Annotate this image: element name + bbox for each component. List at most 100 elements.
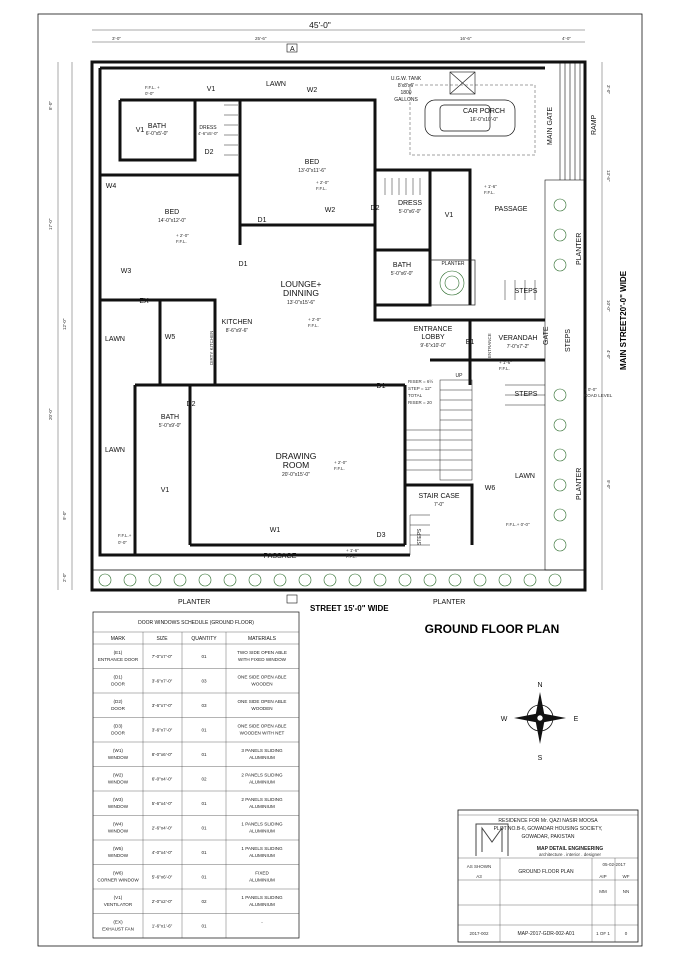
schedule-size: 1'-6"x1'-6" — [152, 924, 173, 929]
bottom-planter-strip — [91, 569, 586, 591]
steps-right-label: STEPS — [565, 329, 572, 352]
schedule-size: 4'-0"x4'-0" — [152, 850, 173, 855]
level-bed1: + 2'-0" — [316, 180, 329, 185]
schedule-header-materials: MATERIALS — [248, 636, 277, 642]
section-marker-bottom — [286, 594, 298, 604]
steps-bottom-label: STEPS — [417, 528, 423, 545]
stair-wall — [405, 483, 474, 545]
client-line-3: GOWADAR, PAKISTAN — [522, 834, 575, 840]
schedule-size: 3'-6"x7'-0" — [152, 703, 173, 708]
tag-entrance-vertical: ENTRANCE — [487, 333, 492, 358]
schedule-material-2: ALUMINIUM — [249, 755, 275, 760]
schedule-type: WINDOW — [108, 829, 129, 834]
schedule-quantity: 01 — [201, 875, 207, 880]
schedule-type: WINDOW — [108, 755, 129, 760]
schedule-type: VENTILATOR — [104, 902, 133, 907]
left-dim-2: 17'-0" — [48, 218, 53, 230]
riser-note-4: RISER = 20 — [408, 400, 432, 405]
top-dim-2: 25'-6" — [255, 36, 267, 41]
tag-v1a: V1 — [207, 86, 216, 93]
tb-checked: WF — [623, 874, 630, 879]
top-dim-4: 4'-0" — [562, 36, 571, 41]
schedule-material: 2 PANELS SLIDING — [241, 797, 283, 802]
schedule-size: 7'-0"x7'-0" — [152, 654, 173, 659]
compass-w: W — [501, 716, 508, 723]
schedule-material: ONE SIDE OPEN ABLE — [237, 724, 286, 729]
level-bed2-unit: F.F.L. — [176, 239, 187, 244]
left-dim-4: 20'-0" — [48, 408, 53, 420]
schedule-size: 5'-6"x6'-0" — [152, 875, 173, 880]
tag-d1c: D1 — [377, 383, 386, 390]
schedule-mark: (W5) — [113, 846, 123, 851]
level-lounge: + 2'-0" — [308, 317, 321, 322]
schedule-quantity: 01 — [201, 801, 207, 806]
bath1-size: 6'-0"x5'-0" — [146, 131, 169, 137]
planter-right2-label: PLANTER — [576, 468, 583, 500]
bath1-label: BATH — [148, 123, 166, 130]
staircase — [405, 379, 473, 481]
schedule-material: 1 PANELS SLIDING — [241, 822, 283, 827]
planter-bottom-right-label: PLANTER — [433, 599, 465, 606]
tb-rev: 0 — [625, 931, 628, 936]
bath1-walls — [118, 98, 197, 162]
bed1-walls — [240, 98, 377, 227]
compass-n: N — [537, 682, 542, 689]
exhaust-label: EX — [139, 298, 149, 305]
car-porch-label: CAR PORCH — [463, 108, 505, 115]
riser-note-3: TOTAL — [408, 393, 423, 398]
schedule-quantity: 01 — [201, 850, 207, 855]
street-bottom-label: STREET 15'-0" WIDE — [310, 604, 389, 613]
drawing-label: DRAWING — [276, 451, 317, 461]
bed1-size: 13'-0"x11'-6" — [298, 168, 326, 174]
schedule-size: 8'-0"x6'-0" — [152, 752, 173, 757]
tag-w2b: W2 — [325, 207, 336, 214]
bath3-label: BATH — [161, 414, 179, 421]
bed2-label: BED — [165, 209, 179, 216]
top-dim-3: 16'-6" — [460, 36, 472, 41]
entrance-lobby-label-2: LOBBY — [421, 334, 445, 341]
dress2-size: 5'-0"x6'-0" — [399, 209, 422, 215]
kitchen-walls — [100, 298, 217, 385]
schedule-header-quantity: QUANTITY — [191, 636, 217, 642]
sheet-border — [37, 13, 643, 947]
tag-v1b: V1 — [136, 127, 145, 134]
schedule-material-2: ALUMINIUM — [249, 829, 275, 834]
lobby-wall — [373, 305, 545, 322]
planter-bottom-left-label: PLANTER — [178, 599, 210, 606]
dress-stair-hatch — [224, 104, 238, 156]
dirty-kitchen-label: DIRTY KITCHEN — [209, 331, 214, 365]
tag-v1c: V1 — [445, 212, 454, 219]
schedule-quantity: 01 — [201, 752, 207, 757]
tb-approved: MM — [599, 889, 607, 894]
ffl-top-left: F.F.L. + — [145, 85, 160, 90]
bed1-label: BED — [305, 159, 319, 166]
schedule-size: 2'-0"x2'-0" — [152, 899, 173, 904]
right-dim-3: 10'-0" — [606, 300, 611, 312]
right-dim-1: 3'-0" — [606, 85, 611, 94]
small-planter-label: PLANTER — [441, 261, 464, 267]
drawing-size: 20'-0"x15'-0" — [282, 472, 310, 478]
dress1-size: 4'-6"x5'-0" — [198, 131, 219, 136]
schedule-type: DOOR — [111, 682, 125, 687]
tb-scale: AS SHOWN — [467, 864, 492, 869]
compass-icon — [514, 692, 566, 744]
riser-note-1: RISER = 6½ — [408, 378, 433, 384]
schedule-material: - — [261, 920, 263, 925]
schedule-quantity: 01 — [201, 728, 207, 733]
outer-walls — [98, 66, 545, 557]
schedule-size: 3'-6"x7'-0" — [152, 679, 173, 684]
dress2-closet-hatch — [384, 178, 421, 195]
schedule-material-2: WOODEN WITH NET — [240, 731, 285, 736]
bottom-planter-shrubs — [98, 573, 562, 587]
ffl-lower-left: F.F.L.+ — [118, 533, 132, 538]
schedule-mark: (V1) — [114, 895, 123, 900]
left-dim-3: 12'-0" — [62, 318, 67, 330]
level-verandah: + 1'-6" — [499, 360, 512, 365]
ramp-hatch — [559, 62, 581, 180]
lawn-top-label: LAWN — [266, 81, 286, 88]
schedule-type: ENTRANCE DOOR — [98, 657, 139, 662]
tag-w5: W5 — [165, 334, 176, 341]
